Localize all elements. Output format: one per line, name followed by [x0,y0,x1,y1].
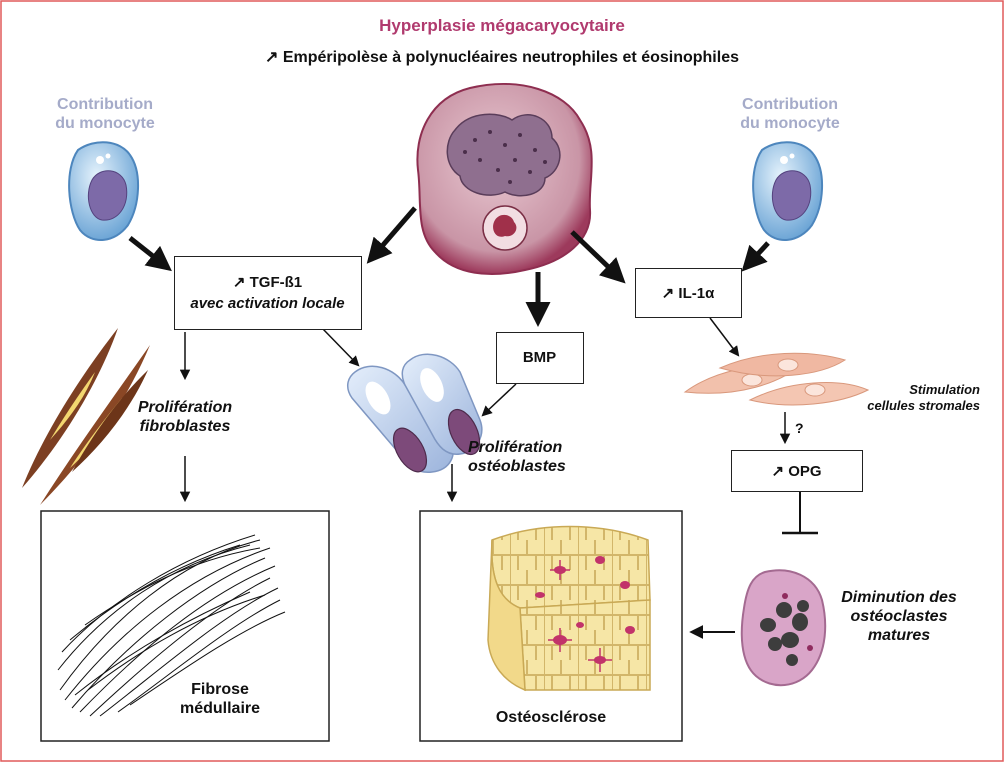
osteoclast-line2: ostéoclastes [850,608,948,626]
up-arrow-symbol: ↗ [265,49,279,66]
osteoblast-line1: Prolifération [468,439,563,456]
fibroblast-line2: fibroblastes [139,418,231,436]
tgf-beta1-box: ↗ TGF-ß1 avec activation locale [174,256,362,330]
monocyte-right-label: Contribution du monocyte [715,95,865,133]
fibrosis-line1: Fibrose [191,681,249,698]
bmp-text: BMP [522,349,557,366]
osteoblast-line2: ostéoblastes [468,458,566,476]
opg-text: OPG [788,463,822,480]
osteoblast-proliferation-label: Prolifération ostéoblastes [468,438,566,476]
stromal-cells-icon [683,352,870,406]
subtitle-text: Empéripolèse à polynucléaires neutrophil… [282,49,739,66]
tgf-name: TGF-ß1 [249,274,303,291]
tgf-line1: ↗ TGF-ß1 [175,273,360,291]
up-arrow-symbol: ↗ [232,274,246,291]
up-arrow-symbol: ↗ [661,285,675,302]
fibrosis-line2: médullaire [179,700,261,718]
diagram-title: Hyperplasie mégacaryocytaire [379,16,625,35]
il1-line: ↗ IL-1α [636,284,740,302]
fibrosis-fibers-icon [57,534,286,717]
osteoclast-line3: matures [867,627,931,645]
monocyte-left-line1: Contribution [57,96,153,113]
monocyte-right-icon [752,141,824,242]
opg-box: ↗ OPG [731,450,863,492]
diagram-subtitle: ↗ Empéripolèse à polynucléaires neutroph… [0,48,1004,67]
monocyte-left-icon [68,141,140,242]
il1-text: IL-1α [678,285,715,302]
question-mark: ? [795,420,804,436]
stromal-line2: cellules stromales [867,397,980,413]
monocyte-right-line1: Contribution [742,96,838,113]
opg-line: ↗ OPG [732,462,861,480]
bone-section-icon [487,525,651,692]
monocyte-right-line2: du monocyte [740,115,840,133]
fibroblast-line1: Prolifération [137,399,233,416]
osteoclast-line1: Diminution des [841,589,957,606]
osteosclerosis-label: Ostéosclérose [495,709,607,726]
fibroblasts-icon [22,328,150,505]
megakaryocyte-icon [416,83,593,275]
monocyte-left-label: Contribution du monocyte [30,95,180,133]
stromal-line1: Stimulation [909,382,980,397]
bmp-box: BMP [496,332,584,384]
osteoblasts-icon [347,353,483,473]
tgf-line2: avec activation locale [190,295,345,312]
up-arrow-symbol: ↗ [771,463,785,480]
il1-alpha-box: ↗ IL-1α [635,268,742,318]
monocyte-left-line2: du monocyte [55,115,155,133]
osteoclast-decrease-label: Diminution des ostéoclastes matures [822,588,976,646]
fibrosis-label: Fibrose médullaire [160,680,280,718]
stromal-stimulation-label: Stimulation cellules stromales [852,382,980,413]
osteoclast-icon [740,569,827,687]
fibroblast-proliferation-label: Prolifération fibroblastes [110,398,260,436]
